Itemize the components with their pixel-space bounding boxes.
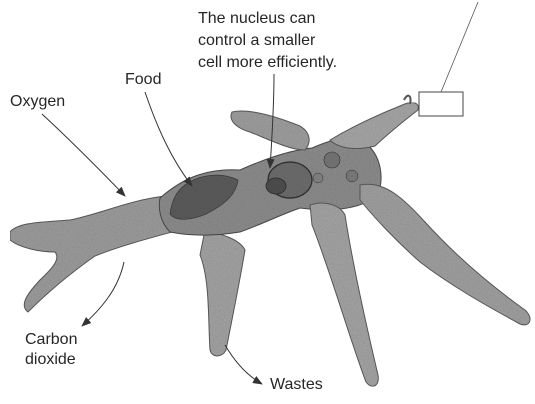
highlight-box [419,92,463,116]
nucleus-caption-line-1: The nucleus can [198,8,337,30]
carbon-dioxide-line-2: dioxide [25,350,77,370]
food-label: Food [125,70,161,90]
pseudopod-lower-right [310,203,378,386]
pseudopod-lower-middle [200,230,245,356]
oxygen-arrow [42,114,125,196]
pseudopod-far-right [360,184,530,325]
oxygen-label: Oxygen [10,92,65,112]
vacuole [313,173,323,183]
nucleus-caption: The nucleus can control a smaller cell m… [198,8,337,74]
carbon-dioxide-label: Carbon dioxide [25,330,77,370]
pseudopod-upper-left [231,111,309,150]
nucleus-inner [266,178,286,194]
highlight-leader-line [441,2,478,92]
wastes-arrow [225,345,262,384]
carbon-dioxide-line-1: Carbon [25,330,77,350]
pseudopod-left [10,196,176,312]
vacuole [346,170,358,182]
amoeba-cell [10,103,530,387]
food-arrow [145,92,192,186]
nucleus-caption-line-3: cell more efficiently. [198,52,337,74]
carbon-dioxide-arrow [82,262,124,326]
nucleus-caption-line-2: control a smaller [198,30,337,52]
pseudopod-upper-right [330,103,418,149]
vacuole [324,152,340,168]
wastes-label: Wastes [270,375,323,395]
